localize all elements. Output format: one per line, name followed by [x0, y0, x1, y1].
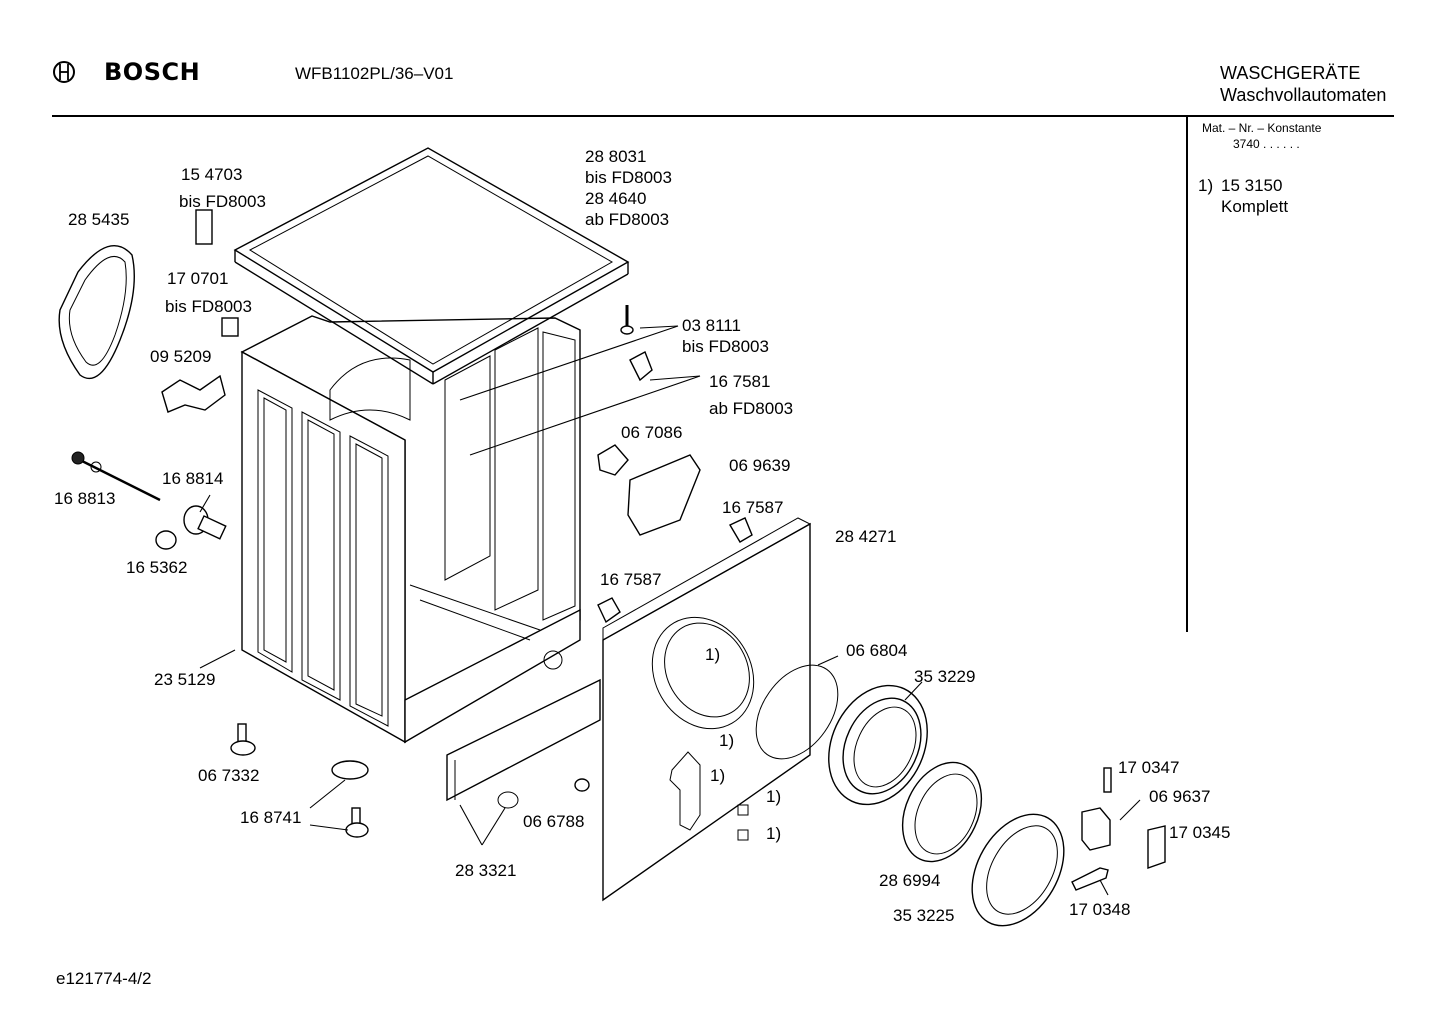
- clamp-ring-part: [755, 664, 839, 760]
- cabinet-part: [240, 315, 581, 744]
- mat-number-value: 3740 . . . . . .: [1233, 137, 1300, 151]
- gasket-part: [58, 245, 135, 380]
- label-066804: 06 6804: [846, 641, 908, 660]
- label-170345: 17 0345: [1169, 823, 1231, 842]
- label-154703: 15 4703: [181, 165, 243, 184]
- document-id: e121774-4/2: [56, 969, 152, 988]
- label-168741: 16 8741: [240, 808, 302, 827]
- door-seal-part: [828, 684, 928, 806]
- bushing-part: [155, 530, 177, 550]
- foot-part: [230, 723, 256, 756]
- label-168814: 16 8814: [162, 469, 224, 488]
- label-170701: 17 0701: [167, 269, 229, 288]
- marker-1-b: 1): [719, 731, 735, 750]
- shock-absorber-part: [183, 505, 227, 540]
- label-067086: 06 7086: [621, 423, 683, 442]
- label-066788: 06 6788: [523, 812, 585, 831]
- bosch-logo-icon: [53, 61, 75, 83]
- marker-1-a: 1): [705, 645, 721, 664]
- pin-part: [1103, 767, 1112, 793]
- label-284640-note: ab FD8003: [585, 210, 670, 229]
- label-170701-note: bis FD8003: [165, 297, 252, 316]
- hinge-clip-part-2: [597, 597, 621, 624]
- marker-1-c: 1): [710, 766, 726, 785]
- label-095209: 09 5209: [150, 347, 212, 366]
- marker-1-e: 1): [766, 824, 782, 843]
- note-text: Komplett: [1221, 197, 1289, 216]
- label-170347: 17 0347: [1118, 758, 1180, 777]
- latch-part: [1147, 825, 1166, 869]
- label-038111-note: bis FD8003: [682, 337, 769, 356]
- label-170348: 17 0348: [1069, 900, 1131, 919]
- foot-locknut-part: [331, 760, 369, 838]
- door-glass-part: [901, 761, 983, 863]
- label-353225: 35 3225: [893, 906, 955, 925]
- bracket-part: [195, 209, 213, 245]
- top-cover-part: [233, 147, 630, 385]
- tension-rod-part: [71, 451, 161, 502]
- label-168813: 16 8813: [54, 489, 116, 508]
- spring-part: [1071, 867, 1109, 891]
- catch-part: [629, 351, 653, 382]
- front-panel-part: [602, 517, 812, 902]
- label-167581-note: ab FD8003: [709, 399, 794, 418]
- label-167587-a: 16 7587: [722, 498, 784, 517]
- label-165362: 16 5362: [126, 558, 188, 577]
- label-288031-note: bis FD8003: [585, 168, 672, 187]
- hinge-clip-part: [729, 517, 753, 543]
- label-286994: 28 6994: [879, 871, 941, 890]
- label-069639: 06 9639: [729, 456, 791, 475]
- label-167587-b: 16 7587: [600, 570, 662, 589]
- screw-part: [620, 305, 634, 335]
- label-069637: 06 9637: [1149, 787, 1211, 806]
- note-part-number: 15 3150: [1221, 176, 1283, 195]
- mat-number-label: Mat. – Nr. – Konstante: [1202, 121, 1322, 135]
- label-284640: 28 4640: [585, 189, 647, 208]
- note-marker: 1): [1198, 176, 1214, 195]
- label-038111: 03 8111: [682, 316, 741, 335]
- label-235129: 23 5129: [154, 670, 216, 689]
- plinth-strip-part: [446, 678, 601, 809]
- holder-part: [161, 374, 226, 413]
- label-288031: 28 8031: [585, 147, 647, 166]
- label-167581: 16 7581: [709, 372, 771, 391]
- door-frame-part: [971, 813, 1065, 927]
- label-285435: 28 5435: [68, 210, 130, 229]
- marker-1-d: 1): [766, 787, 782, 806]
- label-154703-note: bis FD8003: [179, 192, 266, 211]
- subcategory-title: Waschvollautomaten: [1220, 85, 1387, 105]
- label-284271: 28 4271: [835, 527, 897, 546]
- label-353229: 35 3229: [914, 667, 976, 686]
- door-lock-part: [627, 454, 701, 536]
- clip-part: [221, 317, 239, 337]
- model-number: WFB1102PL/36–V01: [295, 64, 454, 83]
- screw-cap-part: [574, 778, 590, 792]
- lock-part: [597, 444, 629, 476]
- handle-part: [1081, 807, 1111, 851]
- brand-name: BOSCH: [104, 58, 201, 86]
- leader-lines: [199, 325, 1141, 896]
- category-title: WASCHGERÄTE: [1220, 63, 1361, 83]
- label-283321: 28 3321: [455, 861, 517, 880]
- label-067332: 06 7332: [198, 766, 260, 785]
